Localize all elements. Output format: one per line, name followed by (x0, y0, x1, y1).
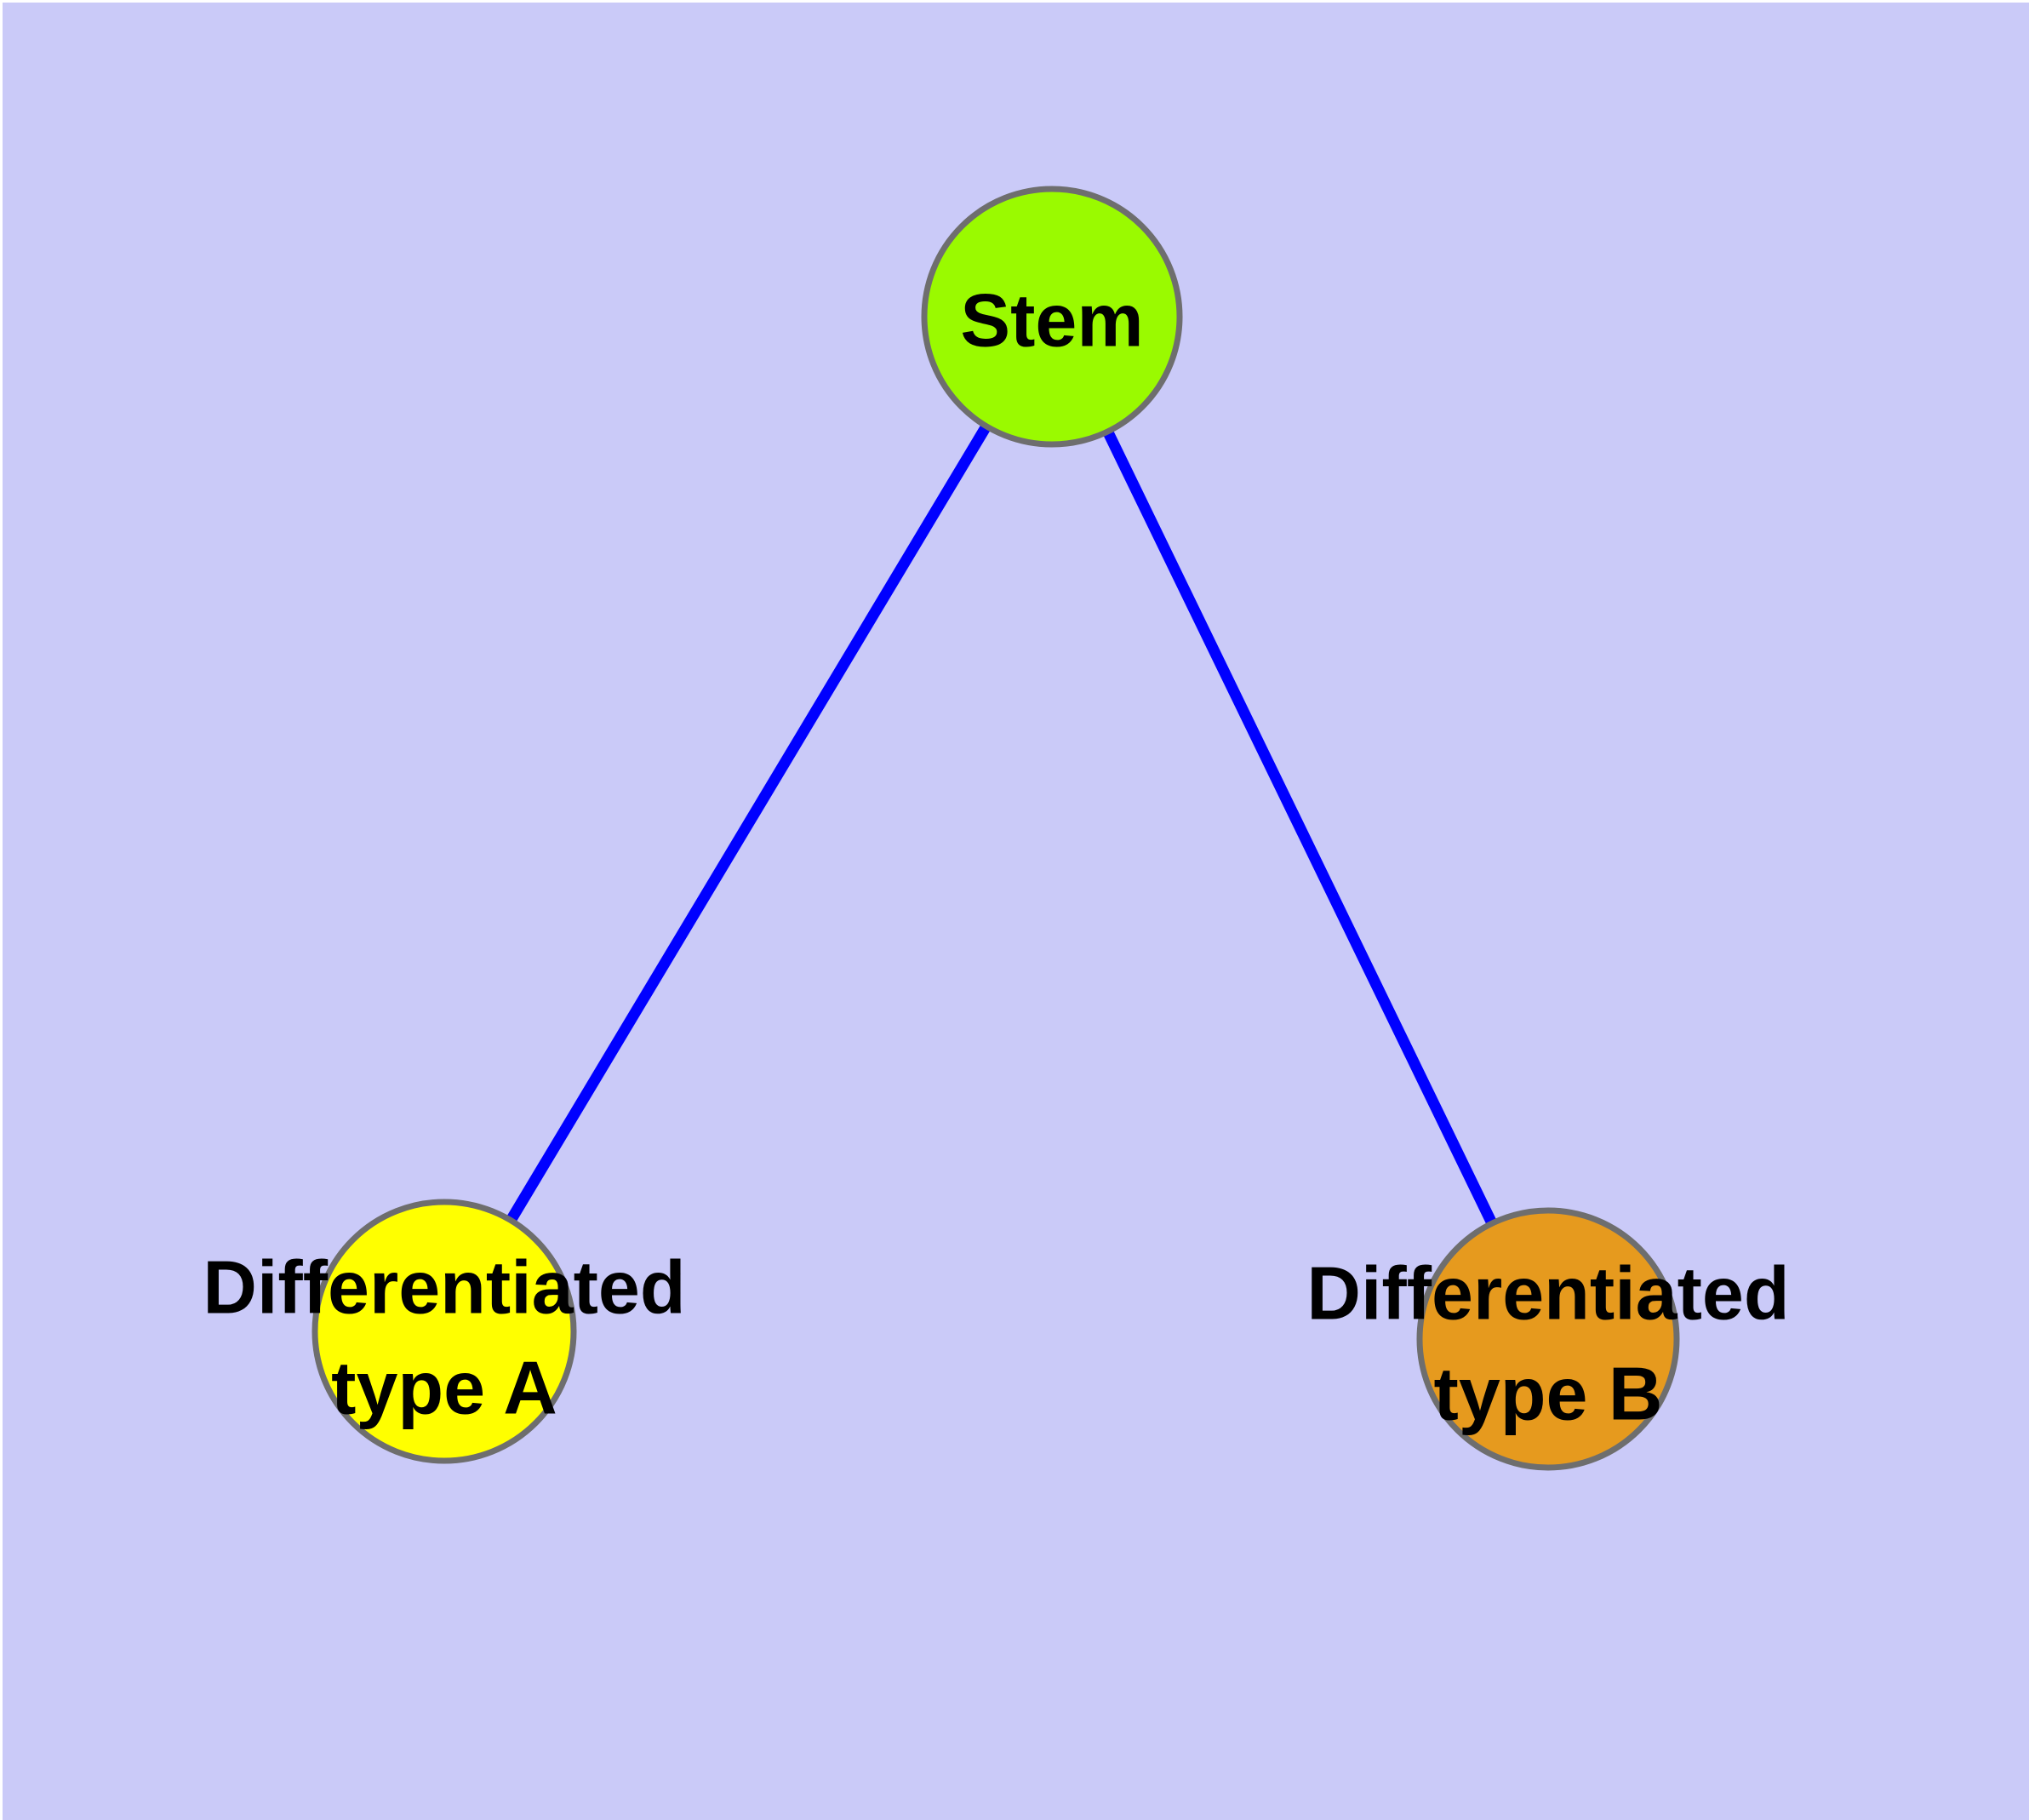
node-differentiated-type-b (1416, 1207, 1680, 1471)
edge-stem-to-type-a (439, 313, 1057, 1335)
node-type-b-label-line2: type B (1434, 1352, 1663, 1436)
node-differentiated-type-a (311, 1199, 577, 1464)
node-type-a-label-line1: Differentiated (203, 1245, 685, 1330)
node-stem-label: Stem (960, 278, 1143, 363)
node-stem (921, 186, 1183, 448)
edge-stem-to-type-b (1047, 314, 1553, 1342)
node-type-b-label-line1: Differentiated (1306, 1251, 1789, 1336)
node-type-a-label-line2: type A (331, 1346, 557, 1430)
